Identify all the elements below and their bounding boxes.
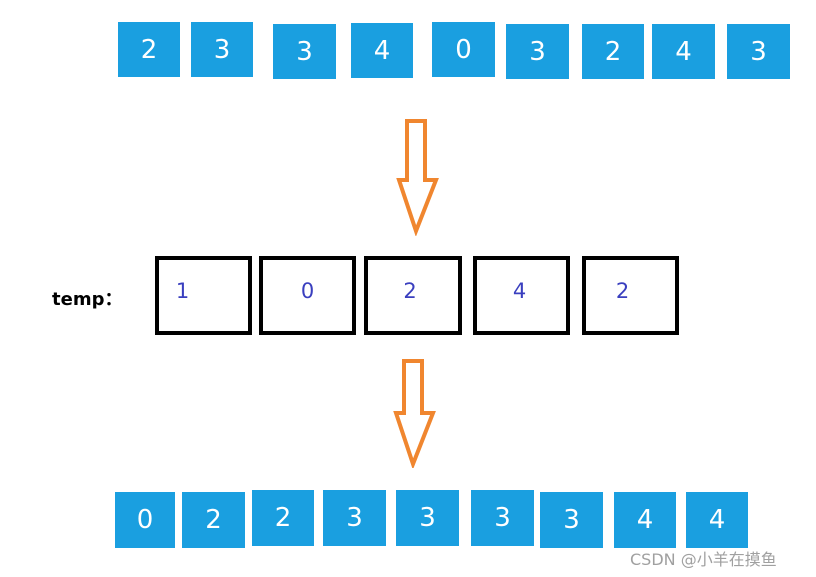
temp-cell: 0 [259,256,356,335]
temp-cell: 2 [364,256,462,335]
arrow-down-icon [393,359,436,468]
output-cell: 3 [471,490,534,546]
input-cell: 0 [432,22,495,77]
input-cell: 2 [118,22,180,77]
output-cell: 3 [540,492,603,548]
temp-cell-value: 2 [403,278,417,303]
temp-cell-value: 0 [300,278,315,303]
input-cell: 3 [506,24,569,79]
output-cell: 3 [323,490,386,546]
input-cell: 2 [582,24,644,79]
input-cell: 4 [652,24,715,79]
output-cell: 3 [396,490,459,546]
temp-cell: 2 [582,256,679,335]
temp-cell-value: 2 [615,278,630,303]
output-cell: 0 [115,492,175,548]
temp-label: temp： [52,289,123,310]
temp-cell-value: 1 [175,278,190,303]
watermark: CSDN @小羊在摸鱼 [630,550,777,569]
input-cell: 4 [351,23,413,78]
temp-cell-value: 4 [512,278,527,303]
output-cell: 4 [614,492,676,548]
output-cell: 4 [686,492,748,548]
output-cell: 2 [182,492,245,548]
arrow-down-icon [396,119,439,236]
input-cell: 3 [191,22,253,77]
input-cell: 3 [273,24,336,79]
temp-cell: 1 [155,256,252,335]
output-cell: 2 [252,490,314,546]
input-cell: 3 [727,24,790,79]
temp-cell: 4 [473,256,570,335]
